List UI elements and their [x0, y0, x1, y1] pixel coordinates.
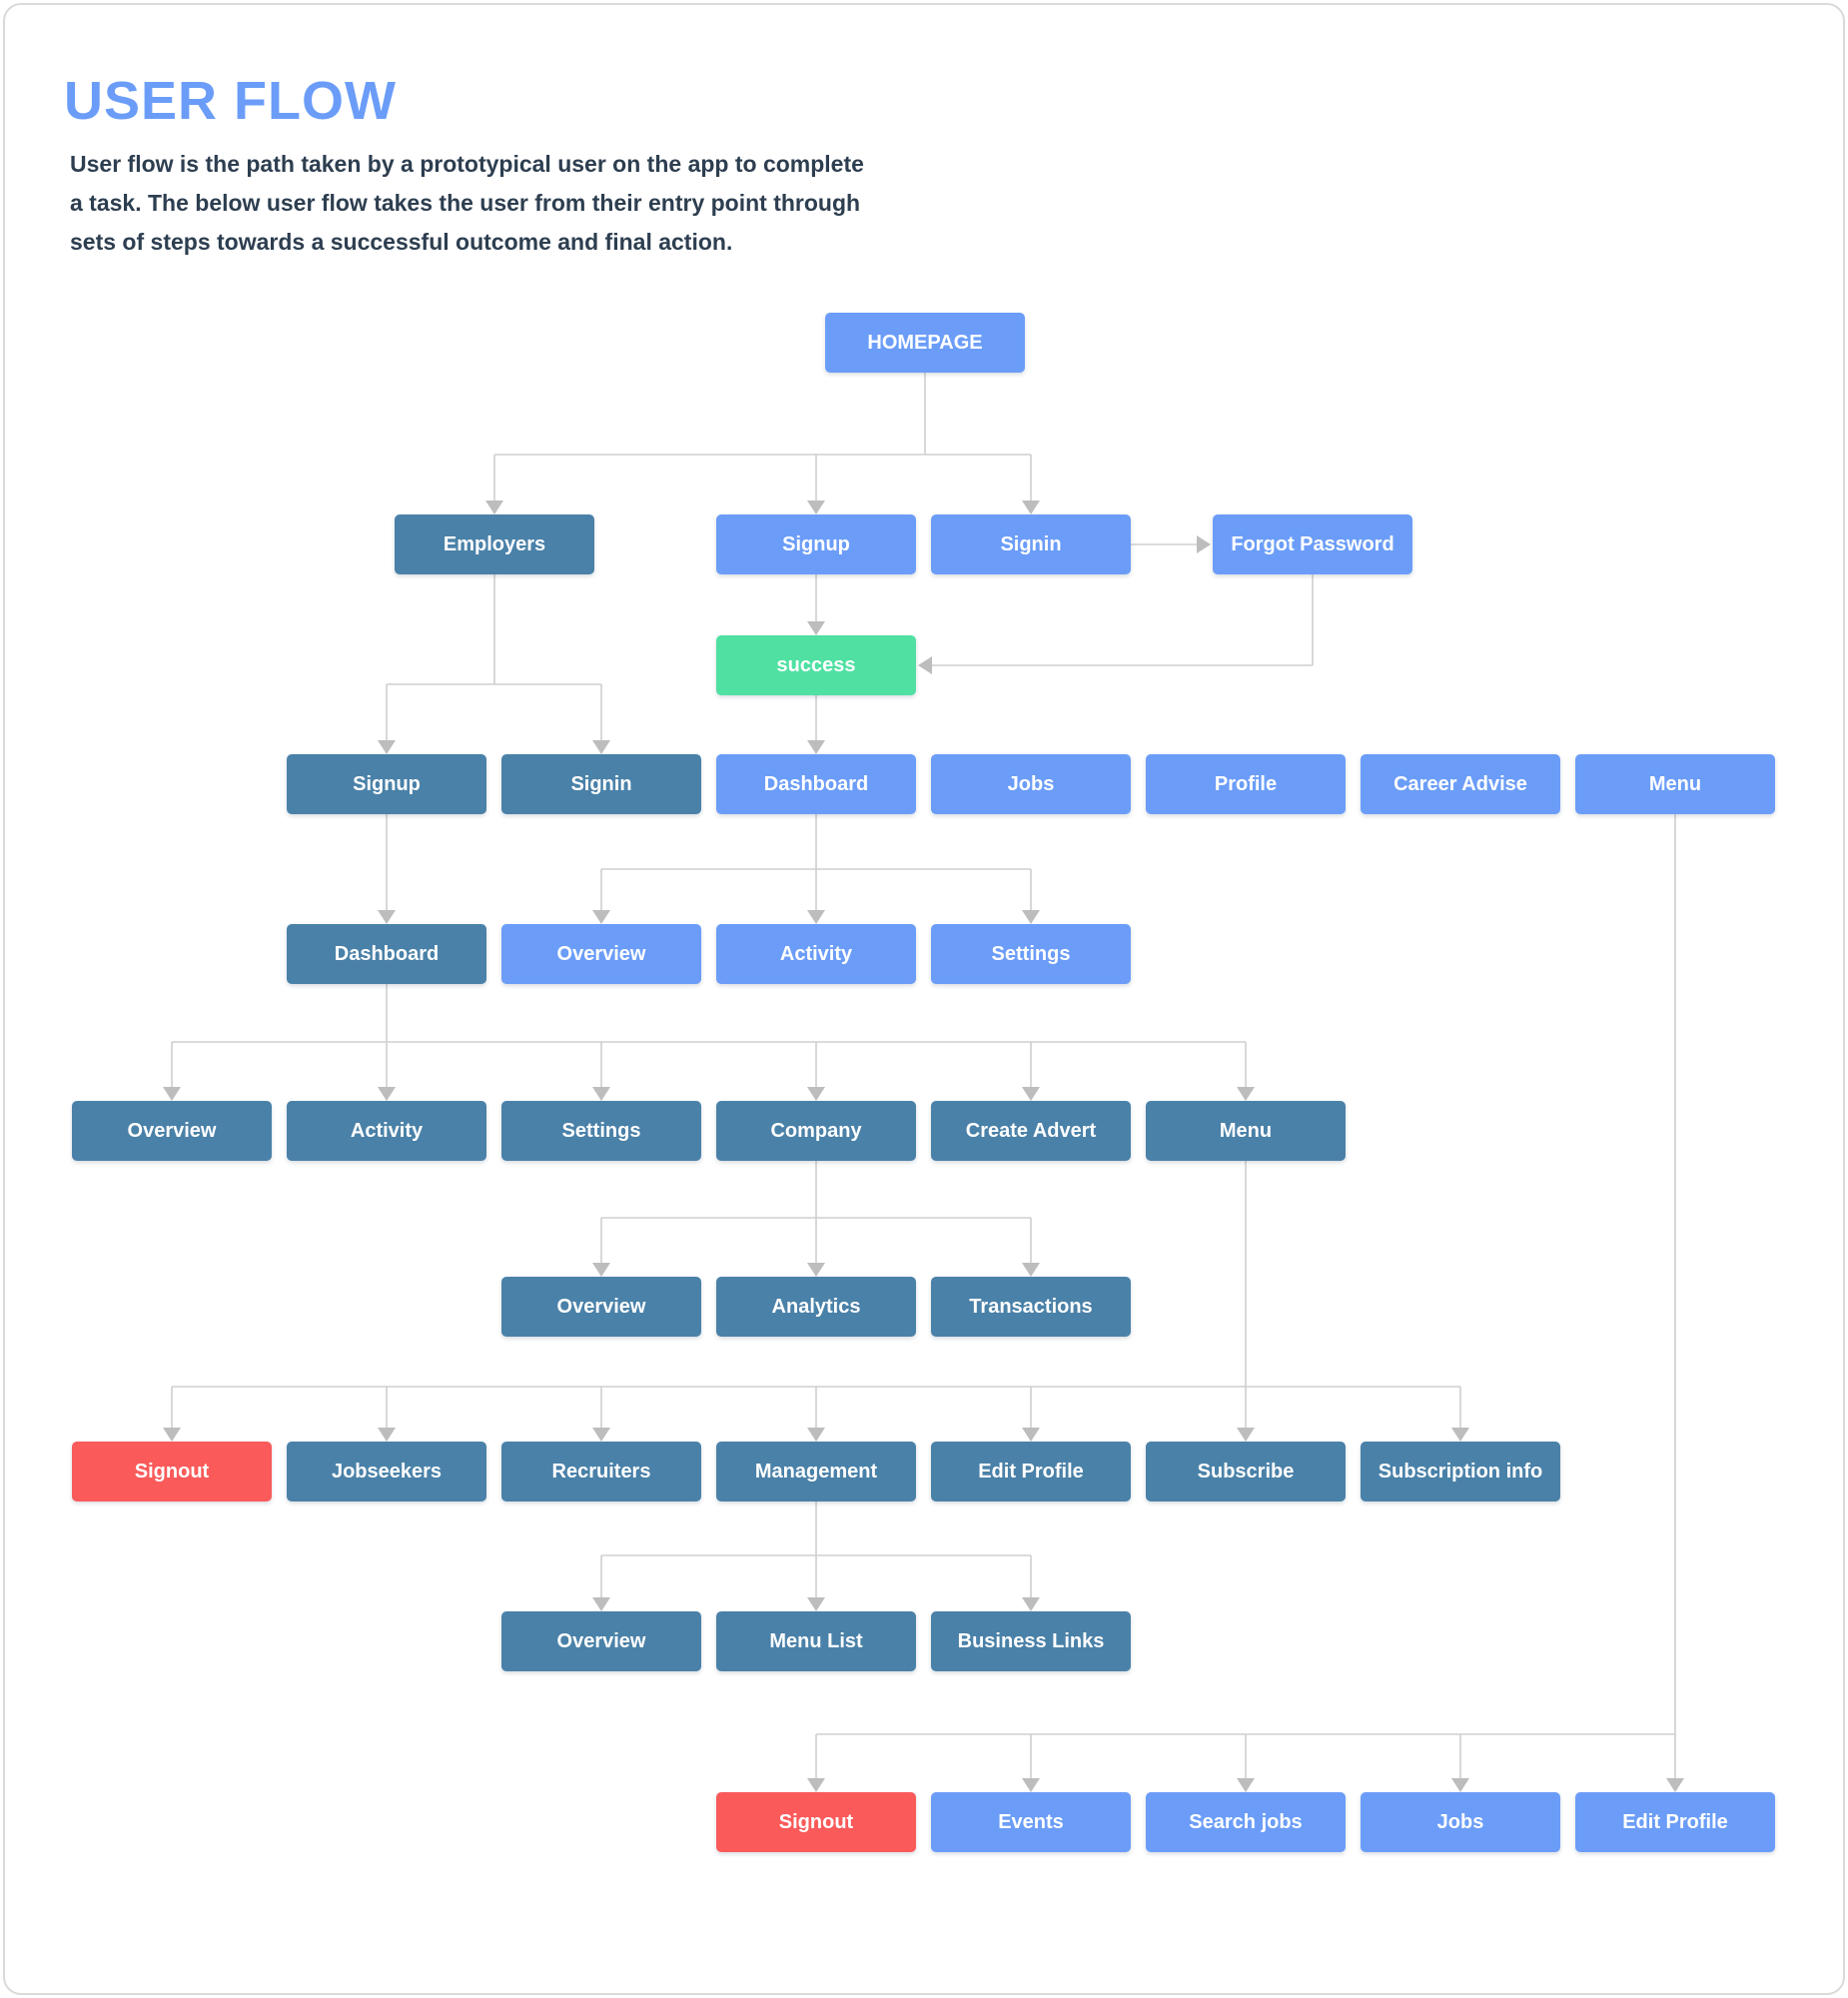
arrowhead-icon: [378, 1087, 396, 1101]
arrowhead-icon: [1022, 1778, 1040, 1792]
flow-node-user-profile: Profile: [1146, 754, 1346, 814]
arrowhead-icon: [807, 1778, 825, 1792]
flow-node-recruiters: Recruiters: [501, 1442, 701, 1501]
flow-node-user-jobs: Jobs: [931, 754, 1131, 814]
flow-node-forgot-password: Forgot Password: [1213, 514, 1412, 574]
arrowhead-icon: [485, 500, 503, 514]
arrowhead-icon: [163, 1087, 181, 1101]
arrowhead-icon: [807, 1428, 825, 1442]
flow-node-jobseekers: Jobseekers: [287, 1442, 486, 1501]
flow-node-company: Company: [716, 1101, 916, 1161]
flow-node-emp-overview: Overview: [72, 1101, 272, 1161]
flow-node-create-advert: Create Advert: [931, 1101, 1131, 1161]
flow-node-transactions: Transactions: [931, 1277, 1131, 1337]
flow-node-mgmt-overview: Overview: [501, 1611, 701, 1671]
arrowhead-icon: [1237, 1428, 1255, 1442]
arrowhead-icon: [807, 1263, 825, 1277]
arrowhead-icon: [1237, 1778, 1255, 1792]
page-title: USER FLOW: [64, 71, 397, 132]
flow-node-emp-signout: Signout: [72, 1442, 272, 1501]
flow-node-employer-signin: Signin: [501, 754, 701, 814]
arrowhead-icon: [1022, 1087, 1040, 1101]
flow-node-business-links: Business Links: [931, 1611, 1131, 1671]
flow-node-homepage: HOMEPAGE: [825, 313, 1025, 373]
arrowhead-icon: [592, 740, 610, 754]
flow-node-user-settings: Settings: [931, 924, 1131, 984]
flow-node-subscription-info: Subscription info: [1361, 1442, 1560, 1501]
flow-node-user-signout: Signout: [716, 1792, 916, 1852]
page-description: User flow is the path taken by a prototy…: [70, 151, 864, 255]
flow-node-menu-jobs: Jobs: [1361, 1792, 1560, 1852]
arrowhead-icon: [807, 1087, 825, 1101]
arrowhead-icon: [1237, 1087, 1255, 1101]
flow-node-user-menu: Menu: [1575, 754, 1775, 814]
flow-node-emp-menu: Menu: [1146, 1101, 1346, 1161]
arrowhead-icon: [592, 1263, 610, 1277]
arrowhead-icon: [592, 910, 610, 924]
arrowhead-icon: [807, 500, 825, 514]
arrowhead-icon: [1451, 1778, 1469, 1792]
flow-node-management: Management: [716, 1442, 916, 1501]
arrowhead-icon: [378, 910, 396, 924]
flow-node-search-jobs: Search jobs: [1146, 1792, 1346, 1852]
arrowhead-icon: [163, 1428, 181, 1442]
flow-node-company-overview: Overview: [501, 1277, 701, 1337]
flow-node-emp-activity: Activity: [287, 1101, 486, 1161]
arrowhead-icon: [1022, 1428, 1040, 1442]
flow-node-user-activity: Activity: [716, 924, 916, 984]
flow-node-user-dashboard: Dashboard: [716, 754, 916, 814]
arrowhead-icon: [1022, 1263, 1040, 1277]
flow-node-signin-main: Signin: [931, 514, 1131, 574]
arrowhead-icon: [1022, 1597, 1040, 1611]
arrowhead-icon: [807, 910, 825, 924]
arrowhead-icon: [592, 1597, 610, 1611]
flow-node-employers: Employers: [395, 514, 594, 574]
flow-node-analytics: Analytics: [716, 1277, 916, 1337]
arrowhead-icon: [807, 740, 825, 754]
flow-node-user-overview: Overview: [501, 924, 701, 984]
arrowhead-icon: [918, 656, 932, 674]
arrowhead-icon: [378, 1428, 396, 1442]
arrowhead-icon: [592, 1087, 610, 1101]
flow-node-user-edit-profile: Edit Profile: [1575, 1792, 1775, 1852]
flow-node-employer-dashboard: Dashboard: [287, 924, 486, 984]
arrowhead-icon: [1451, 1428, 1469, 1442]
arrowhead-icon: [378, 740, 396, 754]
flow-node-signup-main: Signup: [716, 514, 916, 574]
arrowhead-icon: [807, 621, 825, 635]
arrowhead-icon: [807, 1597, 825, 1611]
arrowhead-icon: [1022, 910, 1040, 924]
flow-node-success: success: [716, 635, 916, 695]
flow-node-career-advise: Career Advise: [1361, 754, 1560, 814]
flow-node-emp-edit-profile: Edit Profile: [931, 1442, 1131, 1501]
arrowhead-icon: [1197, 535, 1211, 553]
flow-node-events: Events: [931, 1792, 1131, 1852]
flow-node-subscribe: Subscribe: [1146, 1442, 1346, 1501]
flow-node-emp-settings: Settings: [501, 1101, 701, 1161]
flow-node-employer-signup: Signup: [287, 754, 486, 814]
arrowhead-icon: [592, 1428, 610, 1442]
flow-node-menu-list: Menu List: [716, 1611, 916, 1671]
arrowhead-icon: [1666, 1778, 1684, 1792]
arrowhead-icon: [1022, 500, 1040, 514]
